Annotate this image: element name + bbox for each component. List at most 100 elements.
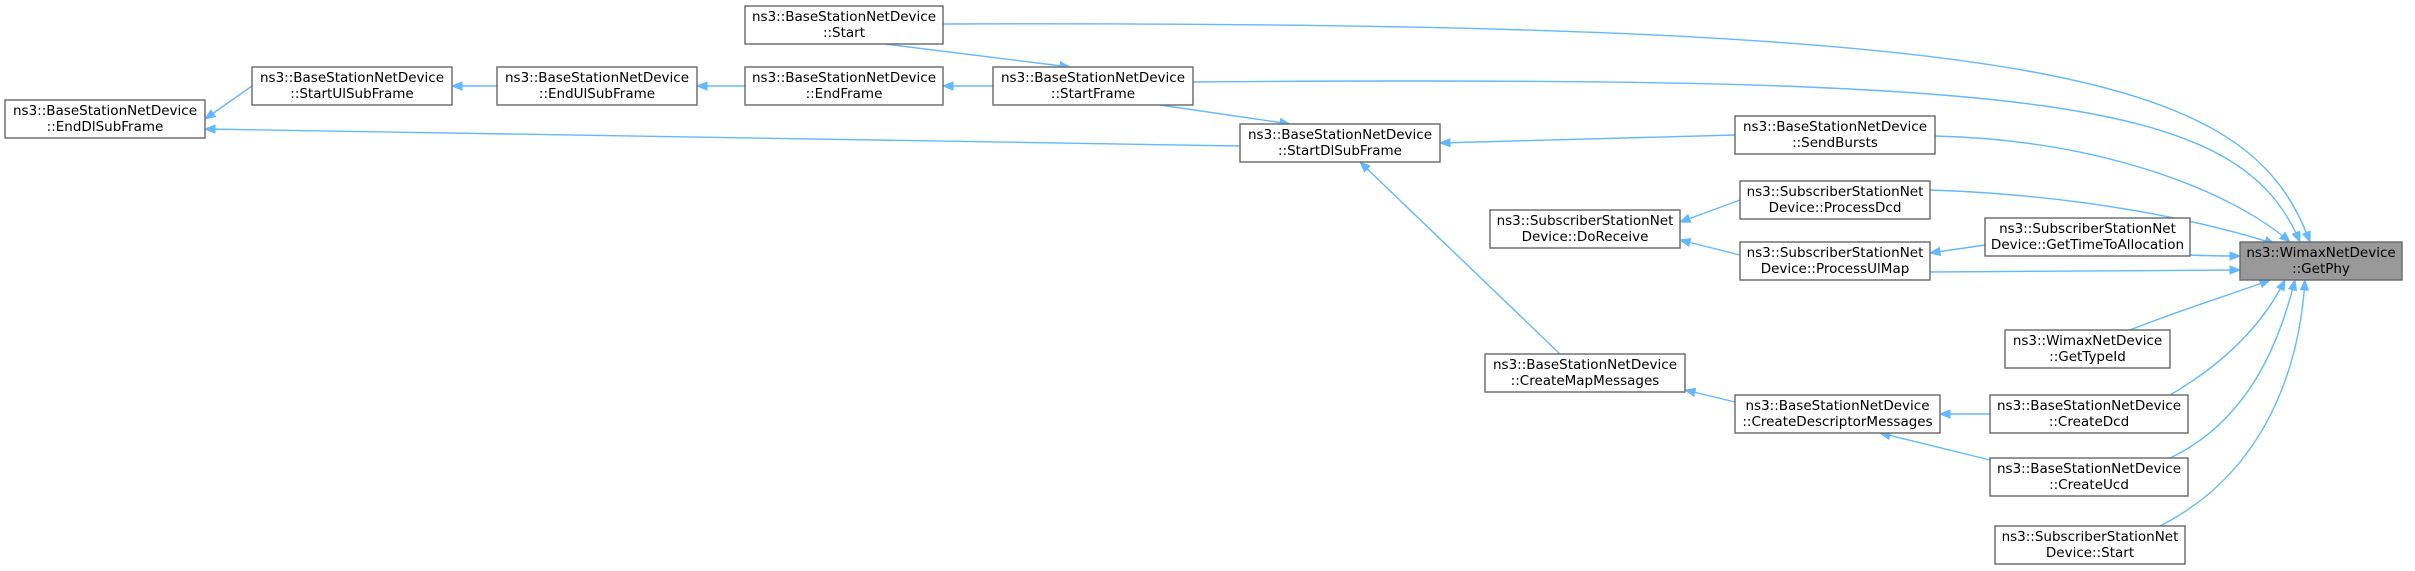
node-box bbox=[1984, 217, 2191, 257]
edge-ss-start-to-getphy bbox=[2159, 278, 2310, 527]
node-box bbox=[1239, 123, 1441, 163]
node-box bbox=[1989, 394, 2189, 434]
edge-bs-createucd-to-getphy bbox=[2169, 278, 2298, 459]
node-label-line: ns3::BaseStationNetDevice bbox=[1493, 357, 1677, 373]
edge-bs-startframe-to-getphy bbox=[1192, 80, 2301, 244]
node-label-line: ns3::SubscriberStationNet bbox=[1497, 213, 1674, 229]
node-label-line: ::CreateDescriptorMessages bbox=[1742, 414, 1932, 430]
node-bs-createmapmessages[interactable]: ns3::BaseStationNetDevice::CreateMapMess… bbox=[1484, 353, 1686, 393]
node-bs-enddlsubframe[interactable]: ns3::BaseStationNetDevice::EndDlSubFrame bbox=[4, 99, 206, 139]
node-label-line: ::StartDlSubFrame bbox=[1278, 143, 1402, 159]
node-box bbox=[4, 99, 206, 139]
node-box bbox=[1994, 525, 2186, 565]
node-label-line: ns3::WimaxNetDevice bbox=[2013, 333, 2162, 349]
edge-bs-start-to-bs-startframe bbox=[884, 43, 1072, 71]
node-label-line: ns3::BaseStationNetDevice bbox=[1997, 461, 2181, 477]
edge-ss-gettimetoallocation-to-getphy bbox=[2189, 251, 2242, 261]
node-label-line: ns3::SubscriberStationNet bbox=[2002, 529, 2179, 545]
node-box bbox=[251, 66, 453, 106]
node-label-line: Device::ProcessUlMap bbox=[1761, 261, 1910, 277]
node-bs-startdlsubframe[interactable]: ns3::BaseStationNetDevice::StartDlSubFra… bbox=[1239, 123, 1441, 163]
node-box bbox=[744, 5, 944, 45]
edge-bs-sendbursts-to-bs-startdlsubframe bbox=[1438, 134, 1736, 148]
node-bs-sendbursts[interactable]: ns3::BaseStationNetDevice::SendBursts bbox=[1734, 115, 1936, 155]
node-box bbox=[2239, 241, 2403, 281]
node-bs-createucd[interactable]: ns3::BaseStationNetDevice::CreateUcd bbox=[1989, 457, 2189, 497]
node-label-line: ns3::SubscriberStationNet bbox=[1747, 245, 1924, 261]
node-label-line: ::Start bbox=[823, 25, 865, 41]
node-label-line: ns3::BaseStationNetDevice bbox=[1745, 398, 1929, 414]
node-label-line: ::EndFrame bbox=[806, 86, 883, 102]
node-box bbox=[2004, 329, 2171, 369]
node-box bbox=[1734, 115, 1936, 155]
node-label-line: ns3::BaseStationNetDevice bbox=[1743, 119, 1927, 135]
edge-bs-startframe-to-bs-startdlsubframe bbox=[1159, 104, 1292, 128]
edge-ss-processdcd-to-ss-doreceive bbox=[1678, 199, 1741, 223]
node-label-line: ::StartFrame bbox=[1051, 86, 1135, 102]
edge-ss-processulmap-to-getphy bbox=[1929, 265, 2242, 275]
node-label-line: ::GetPhy bbox=[2292, 261, 2350, 277]
edge-ss-processulmap-to-ss-doreceive bbox=[1678, 237, 1741, 256]
node-bs-startulsubframe[interactable]: ns3::BaseStationNetDevice::StartUlSubFra… bbox=[251, 66, 453, 106]
node-ss-processdcd[interactable]: ns3::SubscriberStationNetDevice::Process… bbox=[1739, 180, 1931, 220]
node-bs-createdcd[interactable]: ns3::BaseStationNetDevice::CreateDcd bbox=[1989, 394, 2189, 434]
node-ss-gettimetoallocation[interactable]: ns3::SubscriberStationNetDevice::GetTime… bbox=[1984, 217, 2191, 257]
node-bs-createdescriptormessages[interactable]: ns3::BaseStationNetDevice::CreateDescrip… bbox=[1734, 394, 1941, 434]
graph-edges bbox=[203, 23, 2311, 527]
edge-bs-endframe-to-bs-endulsubframe bbox=[695, 81, 745, 91]
node-label-line: ns3::SubscriberStationNet bbox=[1747, 184, 1924, 200]
node-wimax-gettypeid[interactable]: ns3::WimaxNetDevice::GetTypeId bbox=[2004, 329, 2171, 369]
edge-bs-sendbursts-to-getphy bbox=[1934, 135, 2292, 243]
node-bs-endframe[interactable]: ns3::BaseStationNetDevice::EndFrame bbox=[744, 66, 944, 106]
node-label-line: ::CreateMapMessages bbox=[1511, 373, 1660, 389]
edge-bs-createdcd-to-bs-createdescriptormessages bbox=[1938, 409, 1990, 419]
node-label-line: ns3::BaseStationNetDevice bbox=[505, 70, 689, 86]
graph-nodes: ns3::WimaxNetDevice::GetPhyns3::BaseStat… bbox=[4, 5, 2403, 565]
node-label-line: ::EndUlSubFrame bbox=[539, 86, 655, 102]
node-label-line: ::EndDlSubFrame bbox=[47, 119, 164, 135]
edge-bs-createdescriptormessages-to-bs-createmapmessages bbox=[1683, 387, 1736, 403]
node-label-line: Device::Start bbox=[2046, 545, 2134, 561]
node-label-line: ns3::BaseStationNetDevice bbox=[1001, 70, 1185, 86]
edge-bs-startframe-to-bs-endframe bbox=[941, 81, 993, 91]
edge-bs-startulsubframe-to-bs-enddlsubframe bbox=[203, 85, 253, 120]
edge-wimax-gettypeid-to-getphy bbox=[2129, 279, 2272, 331]
node-bs-startframe[interactable]: ns3::BaseStationNetDevice::StartFrame bbox=[992, 66, 1194, 106]
node-label-line: ns3::WimaxNetDevice bbox=[2246, 245, 2395, 261]
edge-bs-start-to-getphy bbox=[942, 23, 2311, 244]
node-label-line: ::CreateDcd bbox=[2049, 414, 2129, 430]
node-ss-doreceive[interactable]: ns3::SubscriberStationNetDevice::DoRecei… bbox=[1489, 209, 1681, 249]
edge-bs-startdlsubframe-to-bs-enddlsubframe bbox=[203, 124, 1241, 147]
node-label-line: ns3::BaseStationNetDevice bbox=[752, 70, 936, 86]
node-label-line: ns3::BaseStationNetDevice bbox=[260, 70, 444, 86]
edge-bs-createmapmessages-to-bs-startdlsubframe bbox=[1359, 161, 1561, 355]
node-label-line: Device::GetTimeToAllocation bbox=[1991, 237, 2184, 253]
node-ss-processulmap[interactable]: ns3::SubscriberStationNetDevice::Process… bbox=[1739, 241, 1931, 281]
node-box bbox=[496, 66, 698, 106]
node-label-line: Device::ProcessDcd bbox=[1769, 200, 1902, 216]
node-getphy[interactable]: ns3::WimaxNetDevice::GetPhy bbox=[2239, 241, 2403, 281]
node-box bbox=[1739, 180, 1931, 220]
node-label-line: ns3::BaseStationNetDevice bbox=[1248, 127, 1432, 143]
node-label-line: ::SendBursts bbox=[1792, 135, 1878, 151]
node-box bbox=[744, 66, 944, 106]
node-box bbox=[992, 66, 1194, 106]
node-box bbox=[1734, 394, 1941, 434]
node-box bbox=[1989, 457, 2189, 497]
edge-bs-createucd-to-bs-createdescriptormessages bbox=[1878, 430, 1991, 461]
node-bs-endulsubframe[interactable]: ns3::BaseStationNetDevice::EndUlSubFrame bbox=[496, 66, 698, 106]
node-label-line: ::GetTypeId bbox=[2049, 349, 2126, 365]
node-box bbox=[1484, 353, 1686, 393]
node-label-line: ns3::SubscriberStationNet bbox=[1999, 221, 2176, 237]
node-box bbox=[1489, 209, 1681, 249]
node-label-line: ::CreateUcd bbox=[2049, 477, 2129, 493]
edge-bs-createdcd-to-getphy bbox=[2169, 278, 2286, 396]
node-bs-start[interactable]: ns3::BaseStationNetDevice::Start bbox=[744, 5, 944, 45]
node-label-line: Device::DoReceive bbox=[1522, 229, 1649, 245]
edge-bs-endulsubframe-to-bs-startulsubframe bbox=[450, 81, 497, 91]
node-label-line: ns3::BaseStationNetDevice bbox=[752, 9, 936, 25]
node-box bbox=[1739, 241, 1931, 281]
edge-ss-gettimetoallocation-to-ss-processulmap bbox=[1928, 244, 1986, 257]
